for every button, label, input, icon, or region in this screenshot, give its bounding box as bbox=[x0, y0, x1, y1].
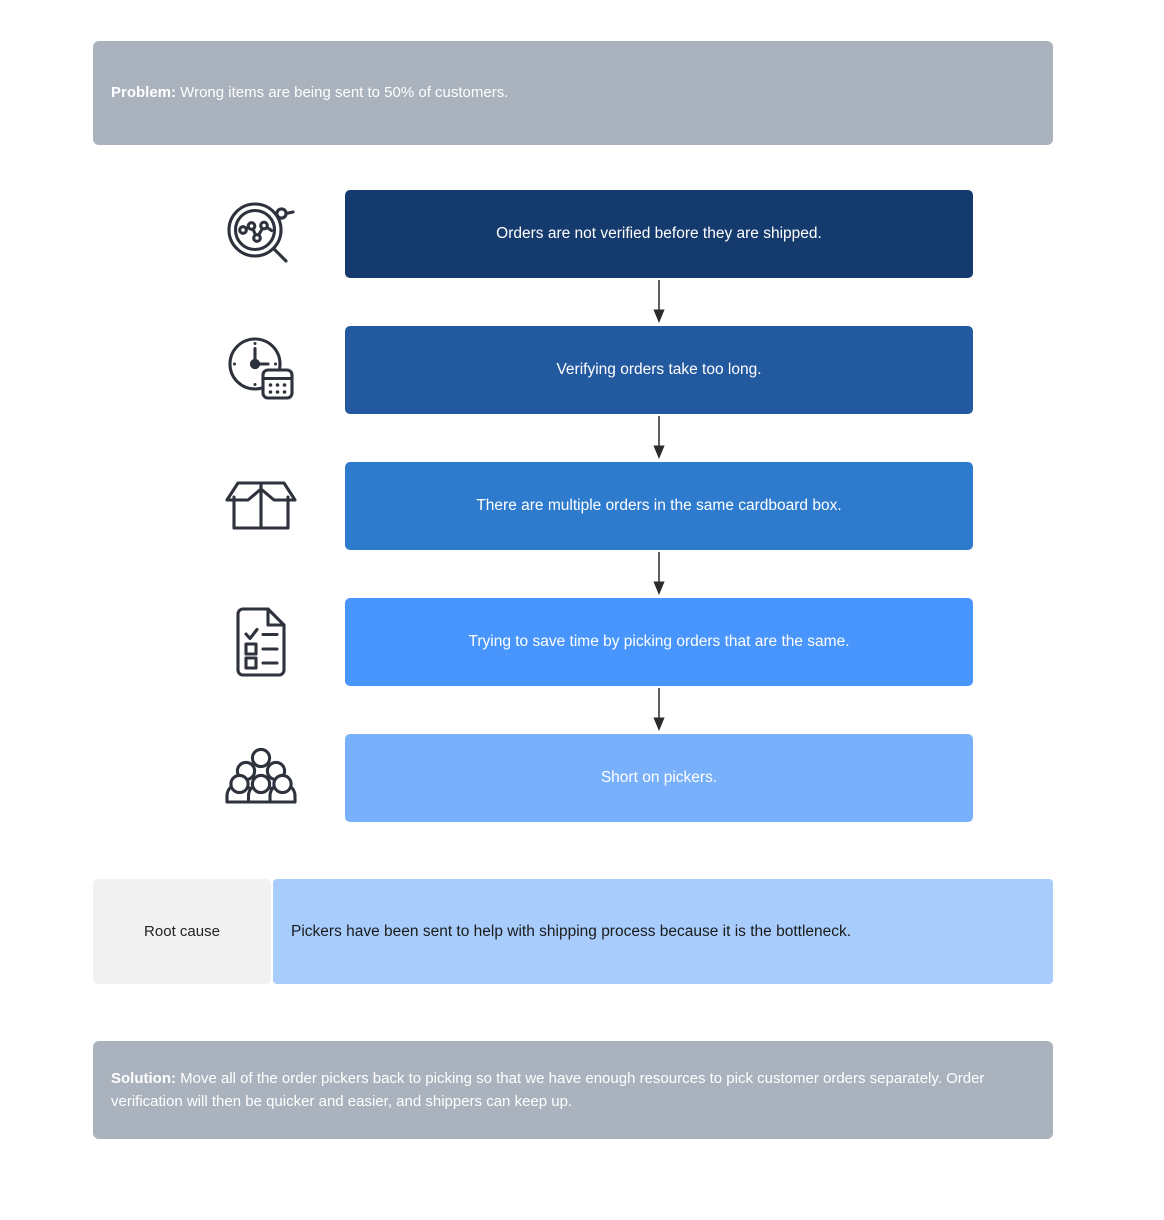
cause-node-3: There are multiple orders in the same ca… bbox=[345, 462, 973, 550]
checklist-document-icon bbox=[206, 598, 316, 686]
problem-banner: Problem: Wrong items are being sent to 5… bbox=[93, 41, 1053, 145]
people-group-icon bbox=[206, 734, 316, 822]
connector-arrow-1 bbox=[345, 278, 973, 326]
cause-node-1: Orders are not verified before they are … bbox=[345, 190, 973, 278]
solution-label: Solution: bbox=[111, 1069, 176, 1087]
problem-statement: Wrong items are being sent to 50% of cus… bbox=[176, 84, 509, 102]
cause-row: Trying to save time by picking orders th… bbox=[0, 598, 1164, 734]
cause-chain: Orders are not verified before they are … bbox=[0, 190, 1164, 870]
solution-banner-text: Solution: Move all of the order pickers … bbox=[111, 1067, 1035, 1114]
cause-node-4: Trying to save time by picking orders th… bbox=[345, 598, 973, 686]
solution-statement: Move all of the order pickers back to pi… bbox=[111, 1069, 985, 1110]
cause-node-4-label: Trying to save time by picking orders th… bbox=[468, 633, 850, 650]
root-cause-band: Root cause Pickers have been sent to hel… bbox=[93, 879, 1053, 984]
cause-node-2: Verifying orders take too long. bbox=[345, 326, 973, 414]
root-cause-label: Root cause bbox=[93, 879, 271, 984]
cause-row: There are multiple orders in the same ca… bbox=[0, 462, 1164, 598]
clock-calendar-icon bbox=[206, 326, 316, 414]
cause-node-3-label: There are multiple orders in the same ca… bbox=[476, 497, 842, 514]
cause-node-5: Short on pickers. bbox=[345, 734, 973, 822]
problem-label: Problem: bbox=[111, 84, 177, 102]
open-box-icon bbox=[206, 462, 316, 550]
connector-arrow-4 bbox=[345, 686, 973, 734]
problem-banner-text: Problem: Wrong items are being sent to 5… bbox=[111, 81, 508, 104]
magnifier-analytics-icon bbox=[206, 190, 316, 278]
cause-row: Orders are not verified before they are … bbox=[0, 190, 1164, 326]
root-cause-text: Pickers have been sent to help with ship… bbox=[273, 879, 1053, 984]
connector-arrow-3 bbox=[345, 550, 973, 598]
connector-arrow-2 bbox=[345, 414, 973, 462]
cause-row: Short on pickers. bbox=[0, 734, 1164, 870]
solution-banner: Solution: Move all of the order pickers … bbox=[93, 1041, 1053, 1139]
cause-node-5-label: Short on pickers. bbox=[600, 769, 718, 786]
cause-node-1-label: Orders are not verified before they are … bbox=[496, 225, 822, 242]
cause-row: Verifying orders take too long. bbox=[0, 326, 1164, 462]
cause-node-2-label: Verifying orders take too long. bbox=[556, 361, 762, 378]
